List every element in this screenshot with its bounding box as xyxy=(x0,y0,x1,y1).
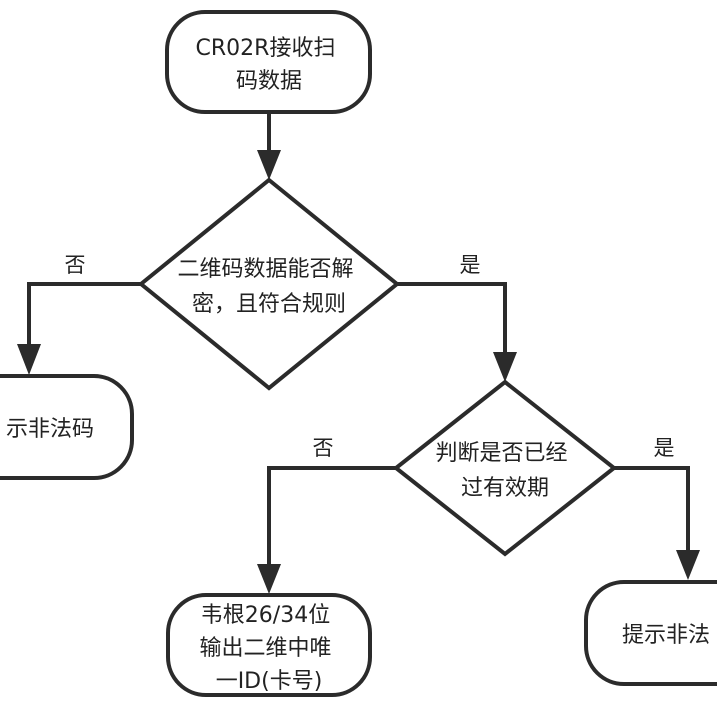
node-output-wiegand-line-2: 输出二维中唯 xyxy=(199,636,331,661)
edge-decode-yes: 是 xyxy=(397,253,517,382)
node-decision-decode-line-2: 密，且符合规则 xyxy=(192,292,346,317)
edge-label-expired-no: 否 xyxy=(313,436,334,460)
node-illegal-right: 提示非法 xyxy=(584,580,717,686)
node-decision-expired: 判断是否已经 过有效期 xyxy=(392,379,618,557)
node-output-wiegand-line-1: 韦根26/34位 xyxy=(201,603,330,628)
edge-expired-yes: 是 xyxy=(614,436,700,580)
node-decision-decode-label: 二维码数据能否解 密，且符合规则 xyxy=(177,257,360,317)
node-decision-expired-label: 判断是否已经 过有效期 xyxy=(435,441,574,501)
node-start: CR02R接收扫 码数据 xyxy=(165,10,372,114)
arrowhead xyxy=(257,150,281,180)
node-start-line-1: CR02R接收扫 xyxy=(196,36,336,61)
arrowhead xyxy=(17,344,41,375)
terminator-shape xyxy=(0,374,134,480)
node-decision-expired-line-2: 过有效期 xyxy=(461,476,549,501)
terminator-shape xyxy=(584,580,717,686)
node-output-wiegand-line-3: 一ID(卡号) xyxy=(216,669,323,694)
decision-shape xyxy=(392,379,618,557)
edge-label-expired-yes: 是 xyxy=(654,436,675,460)
edge-label-decode-yes: 是 xyxy=(460,253,481,277)
node-output-wiegand: 韦根26/34位 输出二维中唯 一ID(卡号) xyxy=(166,593,372,697)
node-decision-decode: 二维码数据能否解 密，且符合规则 xyxy=(137,177,401,391)
node-decision-decode-line-1: 二维码数据能否解 xyxy=(177,257,353,282)
edge-start-to-decode xyxy=(257,112,281,180)
edge-decode-no: 否 xyxy=(17,253,141,375)
node-illegal-right-label: 提示非法 xyxy=(622,623,710,648)
node-illegal-left: 示非法码 xyxy=(0,374,134,480)
node-decision-expired-line-1: 判断是否已经 xyxy=(435,441,567,466)
decision-shape xyxy=(137,177,401,391)
arrowhead xyxy=(493,352,517,382)
node-illegal-left-label: 示非法码 xyxy=(6,417,94,442)
node-start-line-2: 码数据 xyxy=(236,69,302,94)
arrowhead xyxy=(676,550,700,580)
edge-expired-no: 否 xyxy=(257,436,396,594)
arrowhead xyxy=(257,564,281,594)
terminator-shape xyxy=(165,10,372,114)
terminator-shape xyxy=(166,593,372,697)
edge-label-decode-no: 否 xyxy=(65,253,86,277)
node-output-wiegand-label: 韦根26/34位 输出二维中唯 一ID(卡号) xyxy=(199,603,338,694)
node-start-label: CR02R接收扫 码数据 xyxy=(196,36,343,94)
